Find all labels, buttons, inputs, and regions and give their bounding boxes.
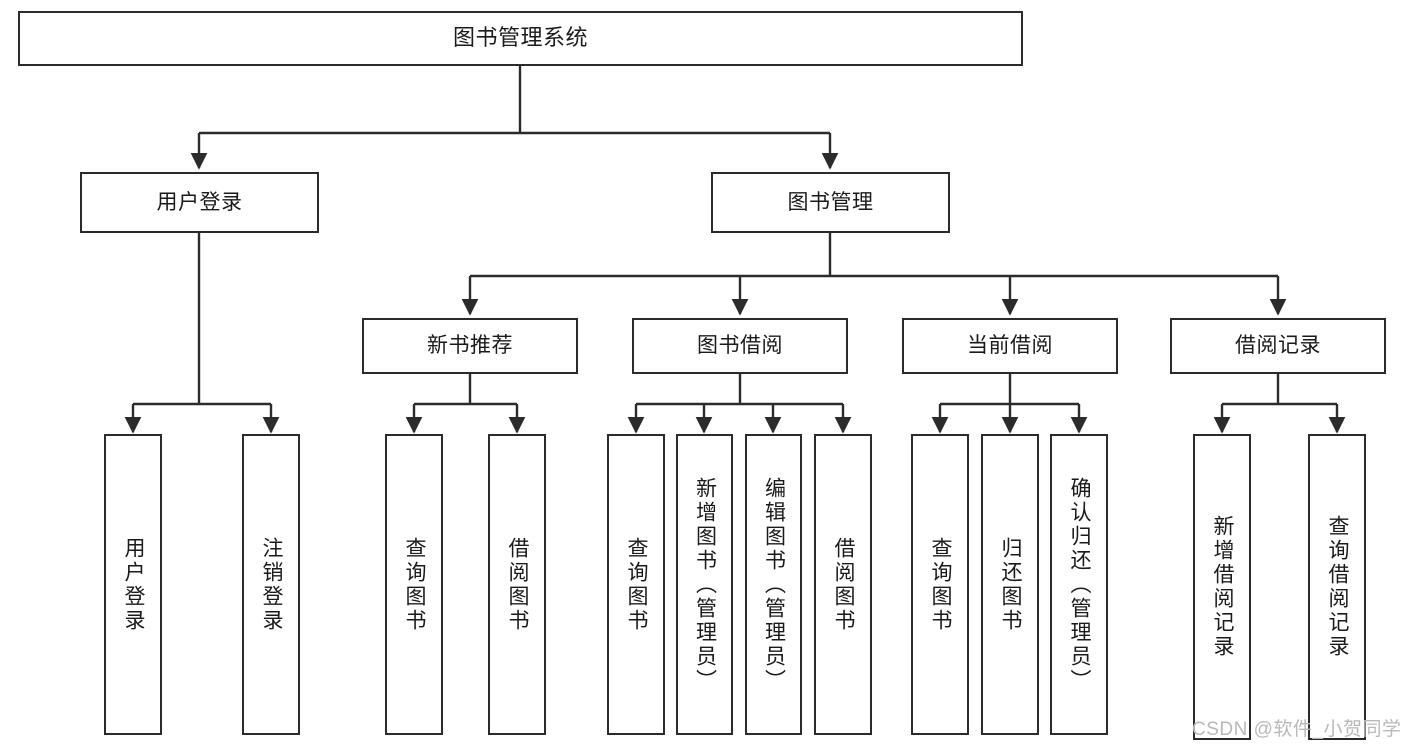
leaf-borrow-add-book-admin[interactable]: 新增图书（管理员） xyxy=(676,434,733,735)
node-label: 图书管理 xyxy=(787,190,874,214)
node-label: 注销登录 xyxy=(260,536,284,633)
node-new-book-recommend[interactable]: 新书推荐 xyxy=(362,318,578,374)
node-label: 确认归还（管理员） xyxy=(1068,476,1092,693)
node-label: 查询图书 xyxy=(625,536,649,633)
csdn-watermark: CSDN @软件_小贺同学 xyxy=(1192,719,1402,740)
node-label: 查询图书 xyxy=(929,536,953,633)
node-book-management[interactable]: 图书管理 xyxy=(711,172,950,233)
node-label: 借阅图书 xyxy=(832,536,856,633)
node-label: 归还图书 xyxy=(999,536,1023,633)
node-root-system[interactable]: 图书管理系统 xyxy=(18,11,1023,66)
leaf-current-query-book[interactable]: 查询图书 xyxy=(911,434,969,735)
node-borrow-record[interactable]: 借阅记录 xyxy=(1170,318,1386,374)
node-label: 编辑图书（管理员） xyxy=(762,476,786,693)
node-label: 新书推荐 xyxy=(427,334,513,358)
leaf-record-add-record[interactable]: 新增借阅记录 xyxy=(1193,434,1251,740)
node-label: 借阅记录 xyxy=(1235,334,1321,358)
node-label: 用户登录 xyxy=(122,536,146,633)
leaf-current-return-book[interactable]: 归还图书 xyxy=(981,434,1039,735)
node-label: 借阅图书 xyxy=(506,536,530,633)
node-label: 查询借阅记录 xyxy=(1326,515,1350,659)
leaf-borrow-edit-book-admin[interactable]: 编辑图书（管理员） xyxy=(745,434,802,735)
leaf-current-confirm-return-admin[interactable]: 确认归还（管理员） xyxy=(1050,434,1108,735)
node-label: 图书管理系统 xyxy=(452,25,588,51)
node-user-login[interactable]: 用户登录 xyxy=(80,172,319,233)
leaf-recommend-borrow-book[interactable]: 借阅图书 xyxy=(488,434,546,735)
node-label: 新增借阅记录 xyxy=(1211,515,1235,659)
leaf-record-query-record[interactable]: 查询借阅记录 xyxy=(1308,434,1366,740)
leaf-borrow-borrow-book[interactable]: 借阅图书 xyxy=(814,434,872,735)
node-label: 用户登录 xyxy=(156,190,243,214)
leaf-user-login-login[interactable]: 用户登录 xyxy=(104,434,162,735)
node-label: 查询图书 xyxy=(403,536,427,633)
node-label: 新增图书（管理员） xyxy=(693,476,717,693)
node-label: 当前借阅 xyxy=(967,334,1053,358)
leaf-user-login-logout[interactable]: 注销登录 xyxy=(242,434,300,735)
node-book-borrow[interactable]: 图书借阅 xyxy=(632,318,848,374)
leaf-recommend-query-book[interactable]: 查询图书 xyxy=(385,434,443,735)
leaf-borrow-query-book[interactable]: 查询图书 xyxy=(607,434,665,735)
node-label: 图书借阅 xyxy=(697,334,783,358)
node-current-borrow[interactable]: 当前借阅 xyxy=(902,318,1118,374)
